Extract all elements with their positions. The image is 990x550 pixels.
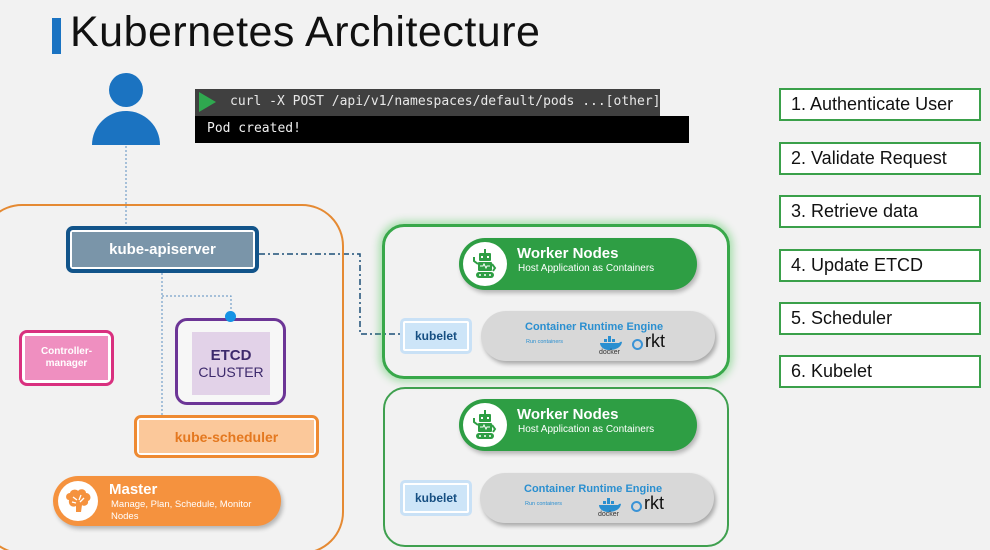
rkt-label-1: rkt bbox=[645, 331, 665, 351]
etcd-cluster-label: ETCD CLUSTER bbox=[192, 332, 270, 395]
step-scheduler: 5. Scheduler bbox=[779, 302, 981, 335]
step-authenticate-user: 1. Authenticate User bbox=[779, 88, 981, 121]
kubelet-label-2: kubelet bbox=[405, 485, 467, 511]
controller-label-line1: Controller- bbox=[40, 346, 93, 357]
etcd-label-line1: ETCD bbox=[210, 347, 252, 364]
worker-subtitle-2: Host Application as Containers bbox=[518, 424, 655, 435]
kube-apiserver-label: kube-apiserver bbox=[72, 232, 253, 267]
terminal-command-bar bbox=[195, 89, 660, 116]
robot-icon bbox=[463, 242, 507, 286]
terminal-command: curl -X POST /api/v1/namespaces/default/… bbox=[230, 94, 661, 109]
master-subtitle: Manage, Plan, Schedule, Monitor Nodes bbox=[111, 499, 252, 522]
docker-label-2: docker bbox=[598, 511, 620, 518]
title-accent-bar bbox=[52, 18, 61, 54]
terminal-output-bar bbox=[195, 116, 689, 143]
worker-node-container-1 bbox=[382, 224, 730, 379]
robot-icon bbox=[463, 403, 507, 447]
kube-scheduler-label: kube-scheduler bbox=[139, 420, 314, 453]
step-kubelet: 6. Kubelet bbox=[779, 355, 981, 388]
kubelet-box-1: kubelet bbox=[400, 318, 472, 354]
kubelet-label-1: kubelet bbox=[405, 323, 467, 349]
worker-subtitle-1: Host Application as Containers bbox=[518, 263, 655, 274]
worker-title-1: Worker Nodes bbox=[517, 245, 619, 262]
play-icon[interactable] bbox=[199, 92, 216, 112]
apiserver-to-etcd-line bbox=[162, 295, 232, 312]
controller-label-line2: manager bbox=[45, 358, 88, 369]
kubelet-box-2: kubelet bbox=[400, 480, 472, 516]
step-validate-request: 2. Validate Request bbox=[779, 142, 981, 175]
master-title: Master bbox=[109, 481, 158, 498]
master-node-container bbox=[0, 204, 344, 550]
terminal-output: Pod created! bbox=[207, 121, 301, 136]
step-update-etcd: 4. Update ETCD bbox=[779, 249, 981, 282]
rkt-icon bbox=[631, 501, 642, 512]
worker-node-container-2 bbox=[383, 387, 729, 547]
step-retrieve-data: 3. Retrieve data bbox=[779, 195, 981, 228]
controller-manager-box: Controller-manager bbox=[19, 330, 114, 386]
container-runtime-pill-1 bbox=[481, 311, 715, 361]
rkt-label-2: rkt bbox=[644, 493, 664, 513]
page-title: Kubernetes Architecture bbox=[70, 8, 541, 56]
worker-title-2: Worker Nodes bbox=[517, 406, 619, 423]
user-icon-head bbox=[109, 73, 143, 107]
container-runtime-pill-2 bbox=[480, 473, 714, 523]
controller-manager-label: Controller-manager bbox=[25, 336, 108, 380]
container-runtime-subtitle-2: Run containers bbox=[525, 501, 562, 507]
apiserver-to-kubelet-line bbox=[259, 253, 402, 335]
docker-icon bbox=[599, 336, 623, 355]
container-runtime-title-1: Container Runtime Engine bbox=[525, 321, 664, 333]
kube-apiserver-box: kube-apiserver bbox=[66, 226, 259, 273]
container-runtime-subtitle-1: Run containers bbox=[526, 339, 563, 345]
kube-scheduler-box: kube-scheduler bbox=[134, 415, 319, 458]
docker-icon bbox=[598, 498, 622, 517]
rkt-icon bbox=[632, 339, 643, 350]
container-runtime-title-2: Container Runtime Engine bbox=[524, 483, 663, 495]
brain-icon bbox=[58, 481, 98, 521]
etcd-cluster-box: ETCD CLUSTER bbox=[175, 318, 286, 405]
etcd-label-line2: CLUSTER bbox=[198, 364, 264, 380]
etcd-connector-dot bbox=[225, 311, 236, 322]
docker-label-1: docker bbox=[599, 349, 621, 356]
